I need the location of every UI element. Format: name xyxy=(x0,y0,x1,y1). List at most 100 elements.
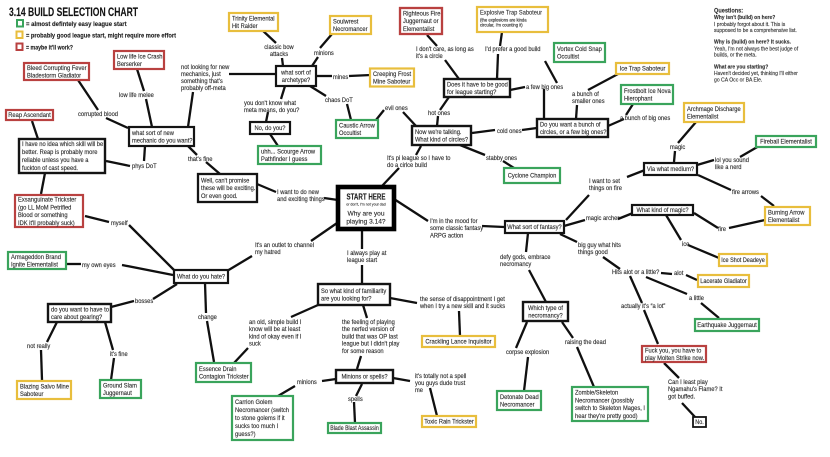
svg-text:I'd prefer a good build: I'd prefer a good build xyxy=(485,46,541,53)
svg-text:league start: league start xyxy=(347,257,377,264)
svg-text:spells: spells xyxy=(348,396,363,403)
svg-text:some classic fantasy: some classic fantasy xyxy=(430,225,484,232)
svg-text:hot ones: hot ones xyxy=(428,110,450,117)
svg-text:Explosive Trap Saboteur: Explosive Trap Saboteur xyxy=(480,10,542,17)
svg-text:What sort of fantasy?: What sort of fantasy? xyxy=(507,224,562,231)
svg-text:3.14 BUILD SELECTION CHART: 3.14 BUILD SELECTION CHART xyxy=(9,6,138,19)
svg-text:magic: magic xyxy=(670,144,685,151)
svg-text:meta means, do you?: meta means, do you? xyxy=(244,107,300,114)
svg-text:Creeping Frost: Creeping Frost xyxy=(373,71,411,78)
svg-text:Why isn't (build) on here?: Why isn't (build) on here? xyxy=(714,15,775,21)
svg-text:Ice Trap Saboteur: Ice Trap Saboteur xyxy=(620,66,666,73)
svg-text:(the explosions are kinda: (the explosions are kinda xyxy=(480,18,527,23)
svg-text:Occultist: Occultist xyxy=(557,54,579,61)
svg-text:alot: alot xyxy=(674,270,684,277)
svg-text:are you looking for?: are you looking for? xyxy=(321,296,372,303)
svg-text:What do you hate?: What do you hate? xyxy=(177,274,226,281)
svg-text:Crackling Lance Inquisitor: Crackling Lance Inquisitor xyxy=(425,339,491,346)
svg-text:Questions:: Questions: xyxy=(714,9,743,15)
svg-text:corrupted blood: corrupted blood xyxy=(78,111,119,118)
svg-text:bosses: bosses xyxy=(135,298,153,305)
svg-text:Saboteur: Saboteur xyxy=(20,391,43,398)
svg-text:Exsanguinate Trickster: Exsanguinate Trickster xyxy=(18,197,76,204)
svg-text:go CA Occ or BA Ele.: go CA Occ or BA Ele. xyxy=(714,77,762,83)
svg-text:Toxic Rain Trickster: Toxic Rain Trickster xyxy=(424,419,474,426)
svg-text:got buffed.: got buffed. xyxy=(668,393,695,400)
svg-text:It's an outlet to channel: It's an outlet to channel xyxy=(255,242,314,249)
svg-text:hear they're pretty good): hear they're pretty good) xyxy=(575,413,638,420)
svg-text:mines: mines xyxy=(333,74,348,81)
svg-text:something that's: something that's xyxy=(181,78,223,85)
svg-text:Ngamahu's Flame? It: Ngamahu's Flame? It xyxy=(668,386,723,393)
svg-text:builds, or the meta.: builds, or the meta. xyxy=(714,52,757,58)
svg-text:Detonate Dead: Detonate Dead xyxy=(500,394,539,401)
svg-text:mechanic do you want?: mechanic do you want? xyxy=(132,138,193,145)
svg-text:Low life Ice Crash: Low life Ice Crash xyxy=(117,53,163,60)
svg-text:big guy what hits: big guy what hits xyxy=(578,242,621,249)
svg-text:Archmage Discharge: Archmage Discharge xyxy=(687,106,741,113)
svg-text:(go LL MoM Petrified: (go LL MoM Petrified xyxy=(18,204,72,211)
svg-text:Bladestorm Gladiator: Bladestorm Gladiator xyxy=(27,73,81,80)
svg-text:when I try a new skill and it: when I try a new skill and it sucks xyxy=(419,303,505,310)
svg-text:phys DoT: phys DoT xyxy=(132,163,157,170)
svg-text:I probably forgot about it. Th: I probably forgot about it. This is xyxy=(714,22,786,28)
svg-text:I have no idea which skill wil: I have no idea which skill will be xyxy=(22,141,104,148)
svg-text:the feeling of playing: the feeling of playing xyxy=(342,319,395,326)
svg-text:probably off-meta: probably off-meta xyxy=(181,85,226,92)
svg-text:Why are you: Why are you xyxy=(347,211,384,218)
svg-text:and exciting things: and exciting things xyxy=(277,196,325,203)
svg-text:Blood or something: Blood or something xyxy=(18,212,68,219)
svg-text:a bunch of: a bunch of xyxy=(572,91,599,98)
svg-text:Zombie/Skeleton: Zombie/Skeleton xyxy=(575,390,619,397)
svg-text:Blade Blast Assassin: Blade Blast Assassin xyxy=(330,425,379,432)
svg-text:Minions or spells?: Minions or spells? xyxy=(341,374,388,381)
svg-text:or don't, I'm not your dad: or don't, I'm not your dad xyxy=(346,203,386,207)
svg-text:Yeah, I'm not always the best: Yeah, I'm not always the best judge of xyxy=(714,47,799,53)
svg-text:Well, can't promise: Well, can't promise xyxy=(201,177,250,184)
svg-text:No.: No. xyxy=(695,420,704,426)
svg-text:IDK it'll probably suck): IDK it'll probably suck) xyxy=(18,220,75,227)
svg-text:ice: ice xyxy=(682,241,690,248)
svg-text:sucks too much I: sucks too much I xyxy=(235,423,278,430)
svg-text:fire: fire xyxy=(718,226,727,233)
svg-text:switch to Skeleton Mages, I: switch to Skeleton Mages, I xyxy=(575,405,645,412)
svg-text:what sort of: what sort of xyxy=(280,69,311,76)
svg-text:Reap Ascendant: Reap Ascendant xyxy=(8,112,51,119)
svg-text:Cyclone Champion: Cyclone Champion xyxy=(508,173,557,180)
svg-text:to stone golems if it: to stone golems if it xyxy=(235,415,285,422)
svg-text:classic bow: classic bow xyxy=(264,44,294,51)
svg-text:What are you starting?: What are you starting? xyxy=(714,65,768,71)
svg-text:actually it's “a lot”: actually it's “a lot” xyxy=(621,303,665,310)
svg-text:a bunch of big ones: a bunch of big ones xyxy=(620,115,670,122)
svg-text:Elementalist: Elementalist xyxy=(768,217,800,224)
svg-text:Burning Arrow: Burning Arrow xyxy=(768,209,805,216)
svg-text:Necromancer: Necromancer xyxy=(333,26,368,33)
svg-text:magic archer: magic archer xyxy=(586,215,619,222)
svg-text:minions: minions xyxy=(297,379,317,386)
svg-text:START HERE: START HERE xyxy=(347,193,387,202)
svg-text:corpse explosion: corpse explosion xyxy=(506,349,550,356)
svg-text:Does it have to be good: Does it have to be good xyxy=(447,81,508,88)
svg-text:it's totally not a spell: it's totally not a spell xyxy=(415,373,466,380)
svg-text:Trinity Elemental: Trinity Elemental xyxy=(232,15,275,22)
svg-text:lol you sound: lol you sound xyxy=(715,157,749,164)
svg-text:it's a circle: it's a circle xyxy=(416,53,443,60)
svg-text:kind of okay even if I: kind of okay even if I xyxy=(249,333,302,340)
svg-text:playing 3.14?: playing 3.14? xyxy=(346,219,386,226)
svg-text:Necromancer: Necromancer xyxy=(500,402,535,409)
svg-text:= almost defintely easy league: = almost defintely easy league start xyxy=(26,21,127,28)
svg-text:I'm in the mood for: I'm in the mood for xyxy=(430,218,478,225)
svg-text:do a cirlce build: do a cirlce build xyxy=(387,162,428,169)
svg-text:Contagion Trickster: Contagion Trickster xyxy=(199,374,249,381)
svg-text:Do you want a bunch of: Do you want a bunch of xyxy=(540,121,601,128)
svg-text:build that was OP last: build that was OP last xyxy=(342,333,398,340)
svg-text:minions: minions xyxy=(314,50,334,57)
svg-text:Juggernaut: Juggernaut xyxy=(103,390,132,397)
svg-text:an old, simple build I: an old, simple build I xyxy=(249,319,302,326)
svg-text:I don't care, as long as: I don't care, as long as xyxy=(416,46,474,53)
svg-text:= maybe it'll work?: = maybe it'll work? xyxy=(26,45,73,52)
svg-text:circular, I'm counting it): circular, I'm counting it) xyxy=(480,23,523,28)
svg-text:the sense of disappointment I: the sense of disappointment I get xyxy=(420,296,505,303)
svg-text:things good: things good xyxy=(578,249,608,256)
svg-text:Pathfinder I guess: Pathfinder I guess xyxy=(261,156,307,163)
